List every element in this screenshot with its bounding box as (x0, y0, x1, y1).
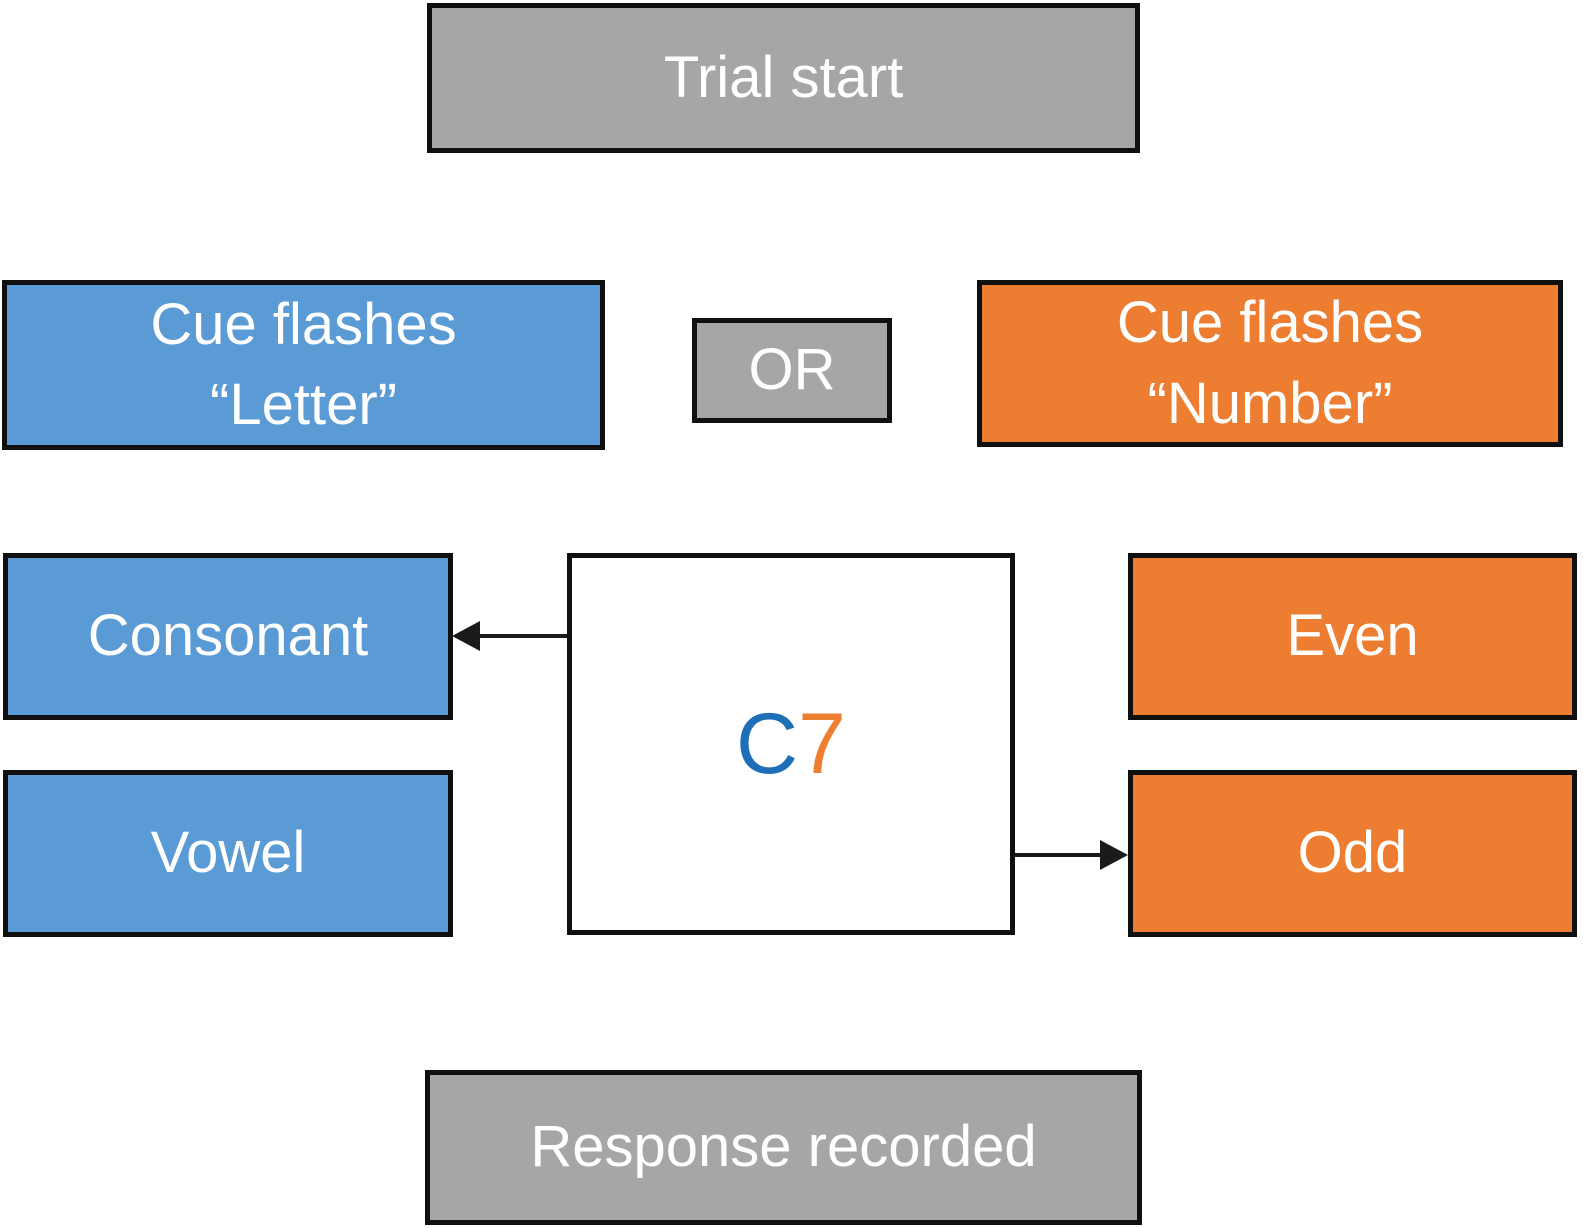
stimulus-letter: C (736, 696, 799, 792)
cue-letter-line1: Cue flashes (150, 291, 457, 357)
cue-number-node: Cue flashes “Number” (977, 280, 1563, 447)
consonant-node: Consonant (3, 553, 453, 720)
even-node: Even (1128, 553, 1577, 720)
or-label: OR (748, 337, 836, 403)
arrow-to-odd-line (1015, 853, 1105, 857)
cue-letter-line2: “Letter” (210, 372, 397, 437)
trial-start-label: Trial start (663, 44, 904, 110)
vowel-label: Vowel (150, 820, 306, 886)
cue-letter-node: Cue flashes “Letter” (2, 280, 605, 450)
odd-label: Odd (1297, 820, 1408, 886)
even-label: Even (1286, 603, 1419, 669)
cue-number-line2: “Number” (1147, 370, 1393, 436)
consonant-label: Consonant (87, 603, 369, 669)
arrow-to-consonant-head-icon (452, 621, 480, 651)
response-recorded-label: Response recorded (530, 1114, 1037, 1180)
stimulus-number: 7 (798, 696, 846, 792)
arrow-to-odd-head-icon (1100, 840, 1128, 870)
or-node: OR (692, 318, 892, 423)
odd-node: Odd (1128, 770, 1577, 937)
cue-number-line1: Cue flashes (1116, 290, 1424, 356)
response-recorded-node: Response recorded (425, 1070, 1142, 1225)
trial-start-node: Trial start (427, 3, 1140, 153)
arrow-to-consonant-line (470, 634, 567, 638)
vowel-node: Vowel (3, 770, 453, 937)
